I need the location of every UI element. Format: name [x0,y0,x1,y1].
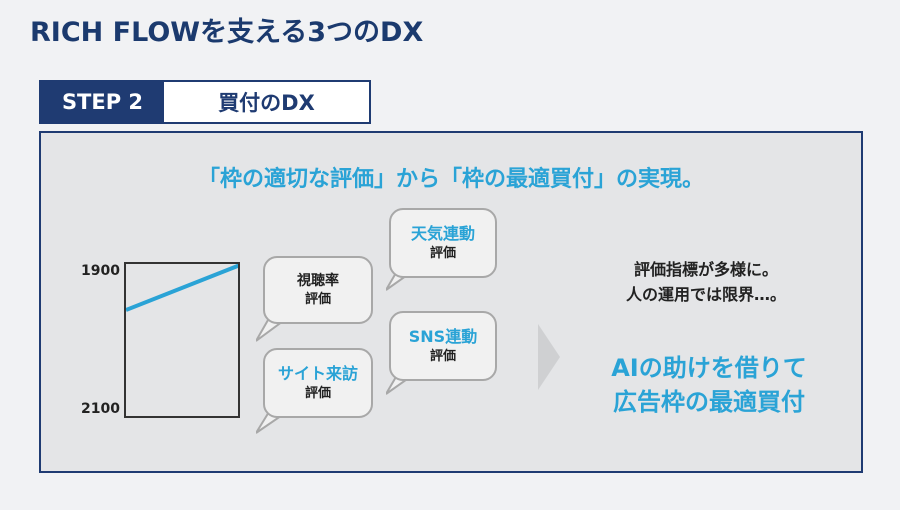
chart-trend-line [126,264,238,312]
bubble-sns-sub: 評価 [429,349,456,365]
problem-line-1: 評価指標が多様に。 [633,260,778,279]
solution-line-2: 広告枠の最適買付 [613,387,805,416]
chart-tick-top: 1900 [81,263,120,279]
page-title: RICH FLOWを支える3つのDX [30,17,424,48]
bubble-weather-title: 天気連動 [410,224,475,244]
bubble-site-title: サイト来訪 [277,364,358,384]
solution-text: AIの助けを借りて 広告枠の最適買付 [589,352,829,419]
panel-headline: 「枠の適切な評価」から「枠の最適買付」の実現。 [197,167,704,192]
step-tab: STEP 2 買付のDX [39,80,371,124]
bubble-sns: SNS連動 評価 [389,311,497,381]
bubble-weather: 天気連動 評価 [389,208,497,278]
chart-frame [124,262,240,418]
bubble-site-visit: サイト来訪 評価 [263,348,373,418]
problem-text: 評価指標が多様に。 人の運用では限界…。 [606,258,806,308]
bubble-sns-title: SNS連動 [408,327,478,347]
step-label: 買付のDX [218,91,315,115]
bubble-weather-sub: 評価 [429,246,456,262]
problem-line-2: 人の運用では限界…。 [625,284,786,304]
content-panel: 「枠の適切な評価」から「枠の最適買付」の実現。 1900 2100 視聴率 評価… [39,131,863,473]
chart-line-svg [126,264,238,312]
bubble-viewing-sub: 評価 [304,291,331,307]
bubble-viewing-title: 視聴率 [297,272,339,289]
bubble-viewing-rate: 視聴率 評価 [263,256,373,324]
chevron-right-icon [538,324,560,390]
chart-tick-bottom: 2100 [81,401,120,417]
step-number: STEP 2 [41,82,164,122]
solution-line-1: AIの助けを借りて [611,354,807,382]
bubble-site-sub: 評価 [304,386,331,402]
